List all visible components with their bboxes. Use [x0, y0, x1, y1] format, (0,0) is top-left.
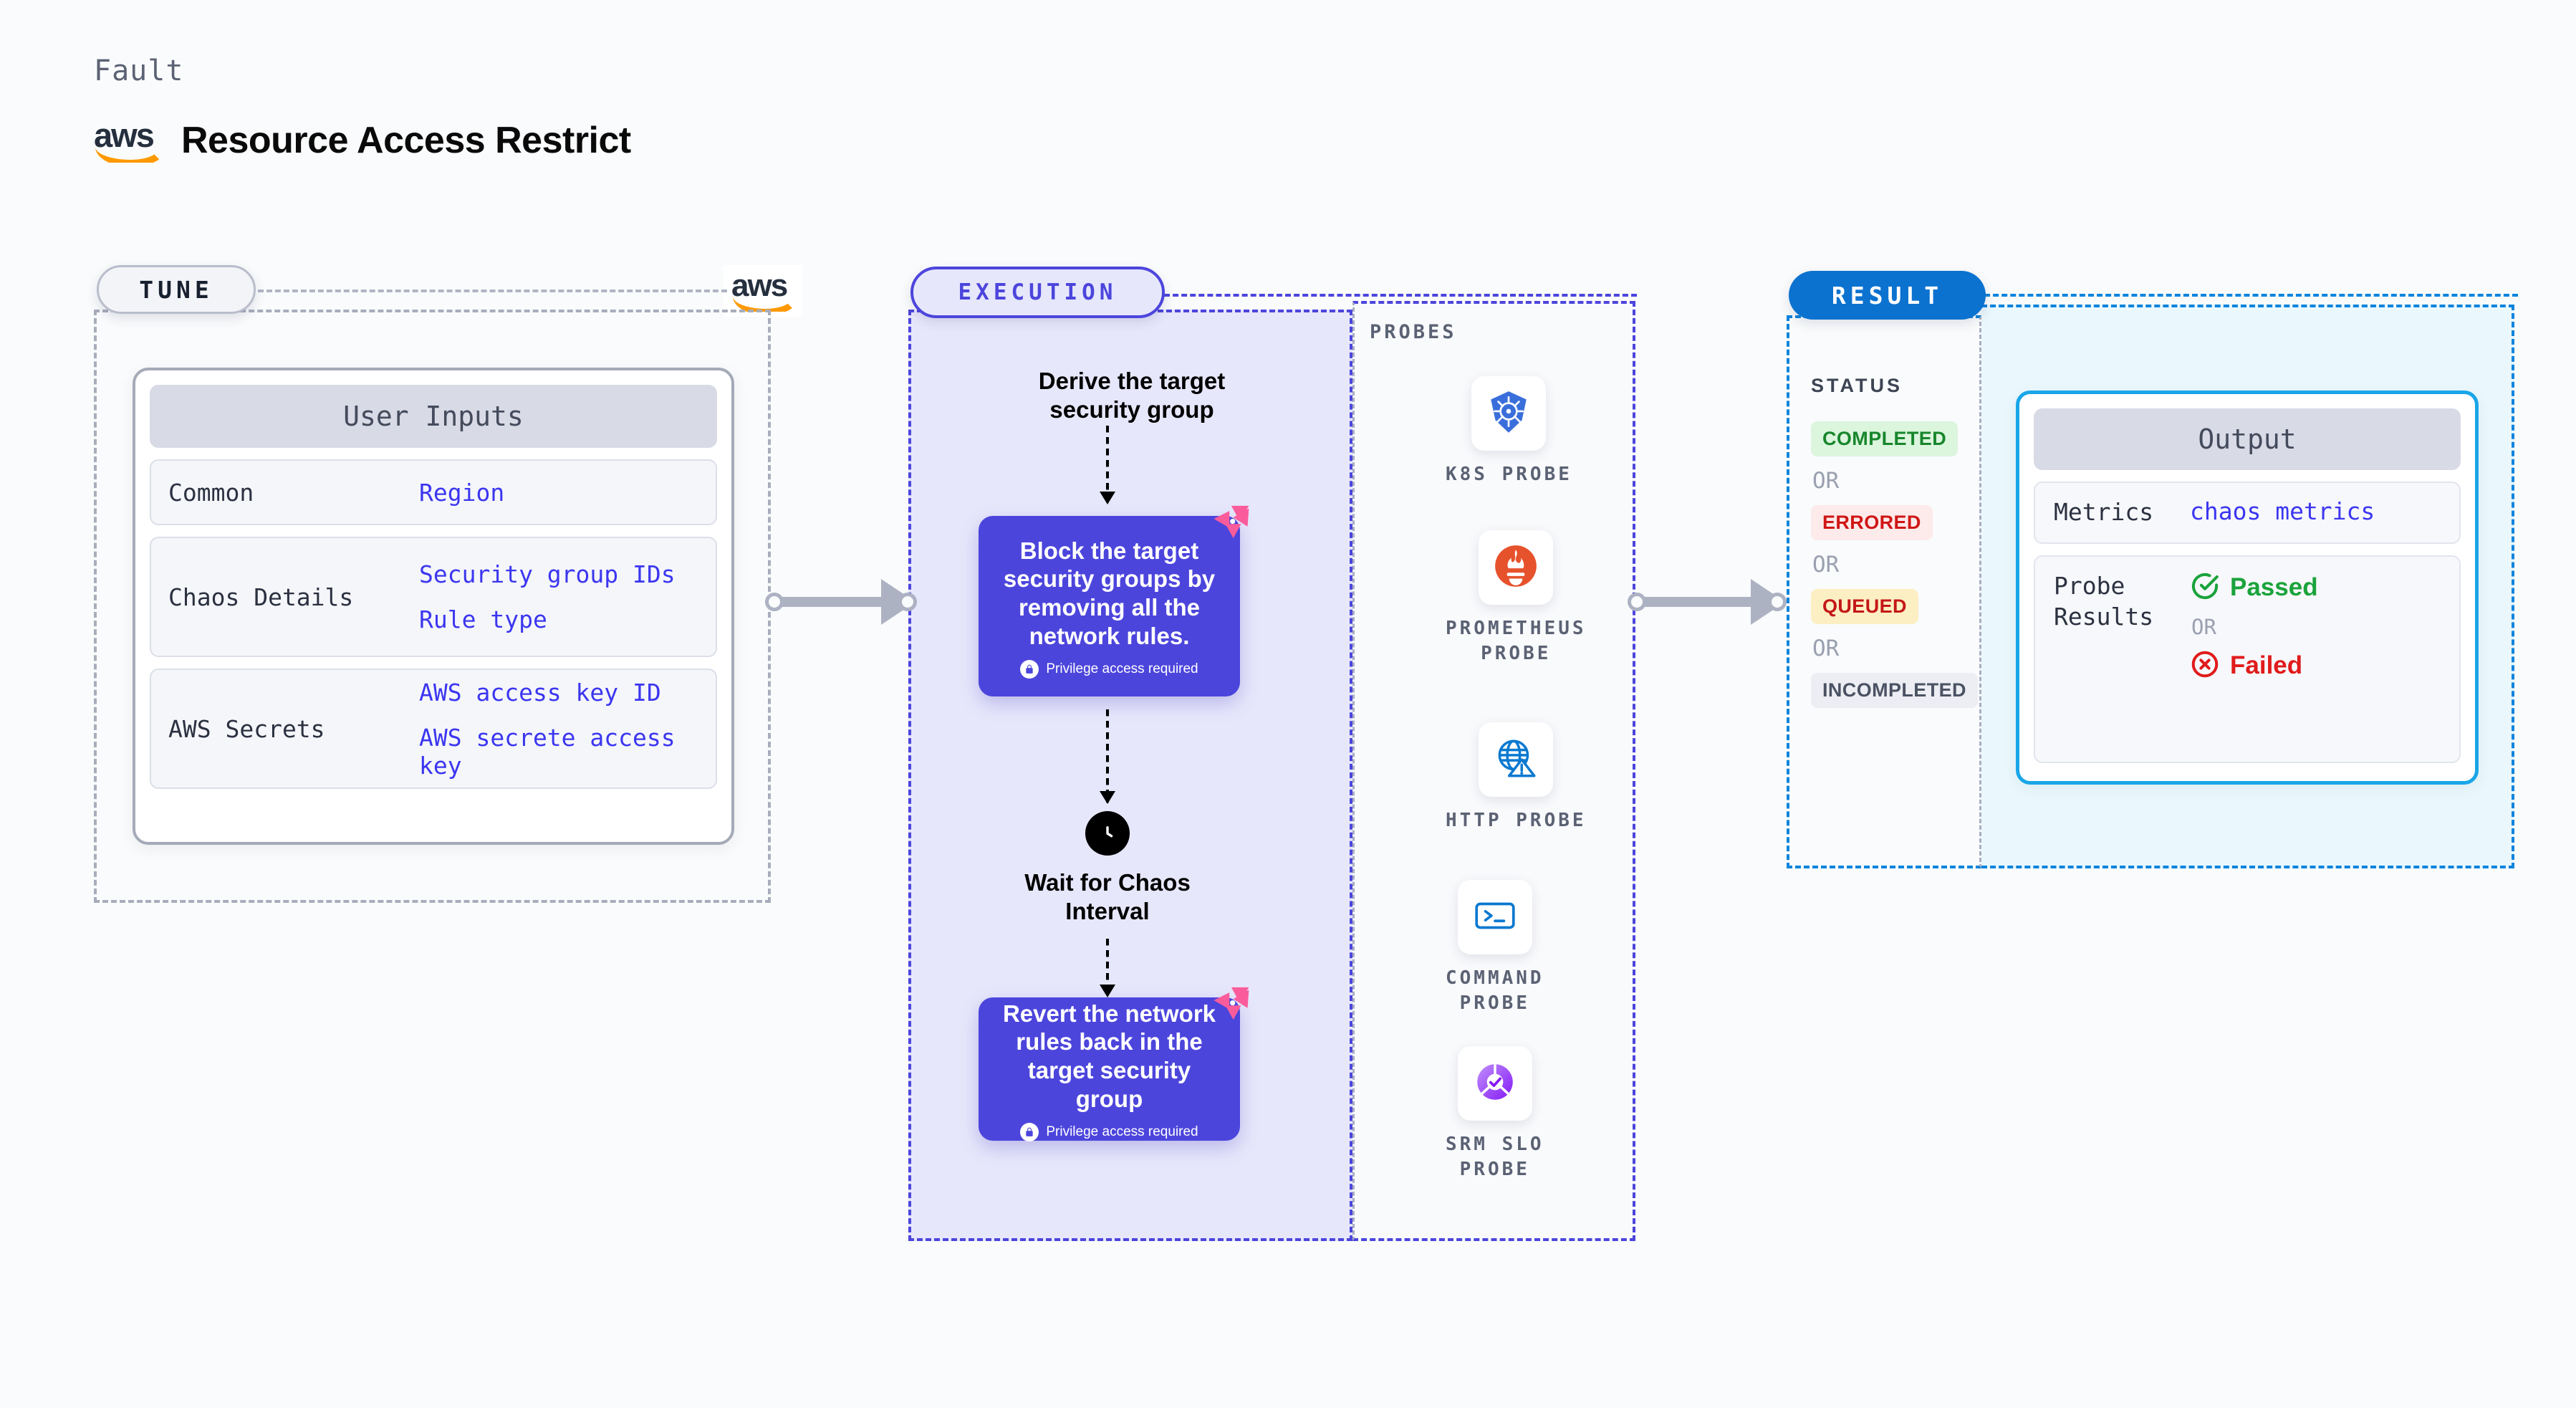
probe-item-k8s[interactable]: K8S PROBE: [1446, 376, 1572, 487]
probe-tile: [1479, 722, 1554, 797]
privilege-note: Privilege access required: [1020, 1123, 1198, 1142]
tune-row-value: Security group IDs: [419, 560, 676, 588]
execution-step-derive-label: Derive the target security group: [1038, 368, 1226, 423]
connector-start-dot: [1628, 593, 1646, 611]
probe-result-values: Passed OR Failed: [2190, 571, 2318, 683]
tune-aws-logo-icon: aws: [724, 265, 802, 317]
tune-row-value: AWS secrete access key: [419, 723, 676, 780]
privilege-note: Privilege access required: [1020, 660, 1198, 679]
execution-arrow-2: [1100, 709, 1115, 804]
status-list: COMPLETED OR ERRORED OR QUEUED OR INCOMP…: [1811, 421, 1978, 708]
probe-label: COMMAND PROBE: [1446, 967, 1544, 1015]
output-card: Output Metrics chaos metrics Probe Resul…: [2016, 391, 2479, 785]
page-title-row: aws Resource Access Restrict: [94, 118, 631, 163]
lock-icon: [1020, 660, 1039, 679]
tune-badge-label: TUNE: [139, 275, 213, 304]
output-title: Output: [2034, 408, 2461, 470]
user-inputs-card: User Inputs Common Region Chaos Details …: [133, 368, 734, 845]
terminal-icon: [1471, 892, 1519, 943]
probe-item-prometheus[interactable]: PROMETHEUS PROBE: [1446, 530, 1587, 666]
tune-row-key: Common: [168, 478, 254, 507]
probe-label: SRM SLO PROBE: [1446, 1134, 1544, 1181]
probe-tile: [1457, 1046, 1532, 1121]
tune-row-key: AWS Secrets: [168, 714, 325, 743]
execution-arrow-3: [1100, 939, 1115, 997]
probe-label: PROMETHEUS PROBE: [1446, 618, 1587, 665]
output-row-key: Metrics: [2054, 498, 2154, 526]
execution-badge-label: EXECUTION: [958, 279, 1118, 305]
execution-step-block-text: Block the target security groups by remo…: [1003, 537, 1216, 649]
status-or: OR: [1812, 552, 1840, 578]
probe-tile: [1457, 880, 1532, 954]
result-badge-label: RESULT: [1831, 281, 1943, 310]
litmus-chaos-icon: [1210, 986, 1251, 1023]
kubernetes-icon: [1485, 388, 1532, 439]
output-row-probe-results[interactable]: Probe Results Passed OR: [2034, 555, 2461, 763]
connector-start-dot: [765, 593, 784, 611]
execution-step-revert-text: Revert the network rules back in the tar…: [1002, 1000, 1216, 1112]
srm-slo-icon: [1471, 1058, 1519, 1109]
connector-end-dot: [1768, 593, 1787, 611]
probe-label: K8S PROBE: [1446, 464, 1572, 485]
probe-result-passed: Passed: [2190, 571, 2318, 605]
connector-shaft: [781, 597, 885, 607]
privilege-note-text: Privilege access required: [1046, 1124, 1198, 1140]
status-badge-errored[interactable]: ERRORED: [1811, 505, 1933, 540]
execution-stage-badge[interactable]: EXECUTION: [910, 267, 1165, 318]
execution-badge-connector: [1164, 294, 1637, 297]
status-or: OR: [1812, 636, 1840, 661]
probe-label: HTTP PROBE: [1446, 810, 1587, 831]
http-globe-warning-icon: [1492, 734, 1539, 785]
output-row-key: Probe Results: [2054, 571, 2154, 631]
lock-icon: [1020, 1123, 1039, 1142]
check-circle-icon: [2190, 571, 2220, 605]
tune-row-value: AWS access key ID: [419, 678, 661, 707]
probe-item-http[interactable]: HTTP PROBE: [1446, 722, 1587, 833]
result-stage-badge[interactable]: RESULT: [1789, 271, 1986, 320]
probe-item-command[interactable]: COMMAND PROBE: [1446, 880, 1544, 1016]
connector-shaft: [1643, 597, 1755, 607]
probe-result-failed: Failed: [2190, 649, 2318, 683]
execution-step-block-box[interactable]: Block the target security groups by remo…: [979, 505, 1249, 696]
status-badge-completed[interactable]: COMPLETED: [1811, 421, 1959, 456]
probe-result-passed-label: Passed: [2230, 573, 2318, 602]
result-badge-connector: [1984, 294, 2518, 297]
probes-title: PROBES: [1370, 321, 1457, 343]
fault-kicker: Fault: [94, 54, 184, 87]
litmus-chaos-icon: [1210, 504, 1251, 542]
tune-badge-connector: [258, 289, 727, 292]
connector-execution-to-result: [1628, 579, 1787, 625]
output-row-metrics[interactable]: Metrics chaos metrics: [2034, 482, 2461, 544]
tune-row-value: Rule type: [419, 605, 547, 633]
status-title: STATUS: [1811, 375, 1903, 396]
probe-tile: [1471, 376, 1547, 451]
probe-item-srm-slo[interactable]: SRM SLO PROBE: [1446, 1046, 1544, 1182]
probe-result-failed-label: Failed: [2230, 651, 2303, 680]
execution-step-revert-box[interactable]: Revert the network rules back in the tar…: [979, 987, 1249, 1142]
connector-end-dot: [898, 593, 917, 611]
tune-stage-badge[interactable]: TUNE: [97, 265, 256, 314]
status-badge-queued[interactable]: QUEUED: [1811, 589, 1918, 624]
tune-row-value: Region: [419, 478, 505, 507]
aws-logo-icon: aws: [94, 118, 163, 163]
clock-icon: [1085, 811, 1130, 856]
page-title: Resource Access Restrict: [181, 120, 631, 161]
privilege-note-text: Privilege access required: [1046, 661, 1198, 677]
execution-arrow-1: [1100, 426, 1115, 504]
tune-row-aws-secrets[interactable]: AWS Secrets AWS access key ID AWS secret…: [150, 669, 717, 789]
probe-result-or: OR: [2191, 614, 2216, 639]
status-or: OR: [1812, 468, 1840, 494]
execution-step-wait-label: Wait for Chaos Interval: [1024, 869, 1191, 925]
tune-row-common[interactable]: Common Region: [150, 459, 717, 525]
status-badge-incompleted[interactable]: INCOMPLETED: [1811, 673, 1978, 708]
x-circle-icon: [2190, 649, 2220, 683]
user-inputs-title: User Inputs: [150, 385, 717, 448]
output-row-value: chaos metrics: [2190, 497, 2375, 525]
probe-tile: [1479, 530, 1554, 605]
tune-row-chaos-details[interactable]: Chaos Details Security group IDs Rule ty…: [150, 537, 717, 657]
tune-row-key: Chaos Details: [168, 583, 354, 611]
prometheus-icon: [1492, 542, 1539, 593]
connector-tune-to-execution: [765, 579, 917, 625]
